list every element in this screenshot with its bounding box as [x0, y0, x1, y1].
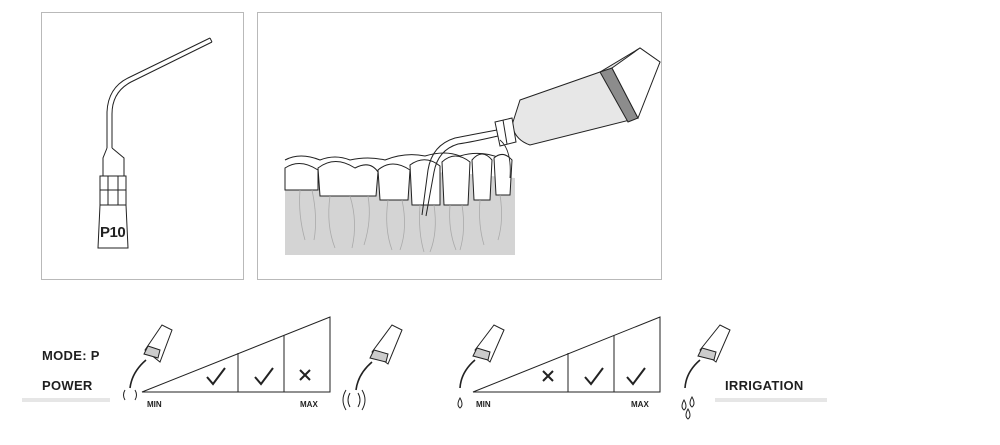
irrigation-level-2-check-icon: [584, 367, 604, 386]
handpiece-icon: [421, 47, 661, 217]
irrigation-max-tip-icon: [681, 324, 731, 420]
irrigation-min-tip-icon: [457, 324, 505, 409]
power-level-marks: [206, 367, 311, 386]
irrigation-underline: [715, 398, 827, 402]
tip-illustration-panel: [41, 12, 244, 280]
teeth-icon: [284, 152, 513, 206]
power-underline: [22, 398, 110, 402]
irrigation-level-3-check-icon: [626, 367, 646, 386]
power-min-tip-icon: [123, 324, 173, 401]
power-scale-icon: [141, 316, 331, 393]
power-label: POWER: [42, 378, 93, 393]
irrigation-level-1-cross-icon: [542, 370, 554, 382]
power-min-label: MIN: [147, 400, 162, 409]
roots-icon: [299, 189, 502, 253]
irrigation-level-marks: [542, 367, 646, 386]
irrigation-max-label: MAX: [631, 400, 649, 409]
scaler-tip-icon: [97, 37, 213, 249]
power-max-tip-icon: [342, 324, 403, 411]
irrigation-scale-icon: [472, 316, 661, 393]
irrigation-min-label: MIN: [476, 400, 491, 409]
power-level-1-check-icon: [206, 367, 226, 386]
power-max-label: MAX: [300, 400, 318, 409]
tip-model-label: P10: [100, 224, 126, 241]
power-level-3-cross-icon: [299, 369, 311, 381]
mode-label: MODE: P: [42, 348, 100, 363]
irrigation-label: IRRIGATION: [725, 378, 804, 393]
power-level-2-check-icon: [254, 367, 274, 386]
